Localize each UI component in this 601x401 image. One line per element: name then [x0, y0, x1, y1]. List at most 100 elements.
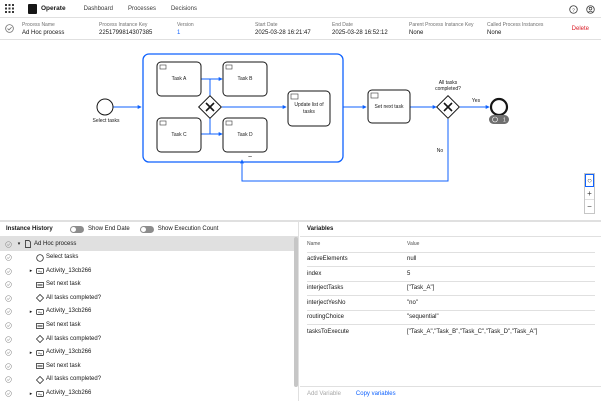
task-a[interactable]: [156, 61, 202, 97]
gateway-icon: [35, 375, 45, 384]
history-tree-row[interactable]: All tasks completed?: [0, 373, 298, 387]
history-tree-row[interactable]: Set next task: [0, 359, 298, 373]
start-date-field: Start Date 2025-03-28 16:21:47: [255, 22, 311, 36]
zoom-out-icon[interactable]: −: [587, 202, 592, 211]
field-value: None: [487, 30, 502, 36]
variables-title: Variables: [300, 222, 601, 237]
reset-zoom-icon[interactable]: ○: [585, 174, 594, 187]
variable-row[interactable]: routingChoice"sequential": [307, 309, 595, 325]
bpmn-diagram-canvas[interactable]: ~ 1 Select tasks Task A Task B Task C T: [0, 40, 601, 220]
bpmn-diagram: ~ 1: [96, 53, 509, 182]
history-tree-row[interactable]: Set next task: [0, 319, 298, 333]
end-badge-count: 1: [503, 118, 506, 124]
subprocess-icon: [36, 390, 44, 398]
history-row-label: All tasks completed?: [46, 294, 102, 301]
task-b-label: Task B: [237, 76, 253, 82]
variable-value: "no": [407, 295, 595, 310]
variable-value: null: [407, 251, 595, 267]
user-profile-icon[interactable]: [586, 4, 595, 14]
version-link[interactable]: 1: [177, 30, 181, 36]
script-task-icon: [36, 322, 44, 330]
history-row-label: Activity_13cb266: [46, 390, 92, 397]
nav-dashboard[interactable]: Dashboard: [83, 5, 113, 12]
field-label: End Date: [332, 22, 353, 28]
update-list-label: Update list of tasks: [294, 102, 324, 115]
completed-state-icon: [5, 24, 14, 33]
start-event-icon[interactable]: [96, 98, 114, 116]
history-tree-row[interactable]: ▸ Activity_13cb266: [0, 387, 298, 401]
svg-text:?: ?: [572, 7, 575, 13]
variable-name: index: [307, 266, 407, 281]
field-label: Start Date: [255, 22, 278, 28]
adhoc-subprocess[interactable]: [142, 53, 344, 163]
camunda-logo-icon[interactable]: [28, 3, 37, 14]
update-list-task[interactable]: [287, 90, 331, 127]
history-tree-row[interactable]: All tasks completed?: [0, 291, 298, 305]
history-tree-row[interactable]: ▸ Activity_13cb266: [0, 305, 298, 319]
field-value: 2025-03-28 16:52:12: [332, 30, 388, 36]
nav-decisions[interactable]: Decisions: [170, 5, 197, 12]
gateway-label: All tasks completed?: [435, 80, 461, 92]
history-tree-row[interactable]: ▾Ad Hoc process: [0, 237, 298, 251]
variable-name: tasksToExecute: [307, 324, 407, 339]
variable-name: activeElements: [307, 251, 407, 267]
caret-right-icon[interactable]: ▸: [29, 349, 33, 356]
history-row-label: Select tasks: [46, 254, 79, 261]
add-variable-button[interactable]: Add Variable: [307, 391, 341, 397]
caret-right-icon[interactable]: ▸: [29, 308, 33, 315]
variable-row[interactable]: interjectTasks["Task_A"]: [307, 280, 595, 296]
completed-count-badge: [489, 115, 509, 124]
top-nav: Operate Dashboard Processes Decisions ?: [0, 0, 601, 18]
caret-right-icon[interactable]: ▸: [29, 268, 33, 275]
app-switcher-icon[interactable]: [0, 0, 18, 18]
history-scrollbar[interactable]: [294, 237, 298, 387]
field-label: Version: [177, 22, 194, 28]
copy-variables-button[interactable]: Copy variables: [355, 391, 396, 397]
completed-state-icon: [5, 254, 12, 261]
task-b[interactable]: [222, 61, 268, 97]
history-row-label: Set next task: [46, 362, 81, 369]
completed-state-icon: [5, 376, 12, 384]
adhoc-marker-icon: ~: [248, 154, 252, 161]
help-icon[interactable]: ?: [569, 4, 578, 14]
caret-right-icon[interactable]: ▸: [29, 390, 33, 397]
nav-processes[interactable]: Processes: [127, 5, 156, 12]
completed-state-icon: [5, 322, 12, 329]
set-next-task[interactable]: [367, 89, 411, 124]
history-tree-row[interactable]: All tasks completed?: [0, 332, 298, 346]
show-execution-count-toggle[interactable]: [139, 225, 154, 233]
history-tree-row[interactable]: Set next task: [0, 278, 298, 292]
end-event-icon[interactable]: [489, 97, 509, 117]
caret-down-icon[interactable]: ▾: [17, 241, 21, 247]
history-tree-row[interactable]: Select tasks: [0, 251, 298, 265]
instance-history-title: Instance History: [6, 226, 53, 232]
set-next-task-label: Set next task: [374, 104, 404, 110]
variable-value: ["Task_A"]: [407, 280, 595, 296]
variable-row[interactable]: tasksToExecute["Task_A","Task_B","Task_C…: [307, 324, 595, 339]
panel-splitter[interactable]: [0, 220, 601, 222]
task-d[interactable]: [222, 117, 268, 153]
completed-state-icon: [5, 295, 12, 302]
show-end-date-toggle[interactable]: [70, 225, 84, 233]
instance-history-header: Instance History Show End Date Show Exec…: [0, 222, 298, 237]
brand-name[interactable]: Operate: [41, 5, 66, 12]
zoom-in-icon[interactable]: +: [585, 187, 594, 200]
variable-row[interactable]: interjectYesNo"no": [307, 295, 595, 310]
history-tree-row[interactable]: ▸Activity_13cb266: [0, 346, 298, 360]
delete-button[interactable]: Delete: [571, 26, 589, 32]
history-row-label: Activity_13cb266: [46, 308, 92, 315]
history-tree-row[interactable]: ▸Activity_13cb266: [0, 264, 298, 278]
instance-history-panel: Instance History Show End Date Show Exec…: [0, 222, 299, 401]
history-row-label: All tasks completed?: [46, 335, 102, 342]
instance-key-field: Process Instance Key 2251799814307385: [99, 22, 152, 36]
history-row-label: All tasks completed?: [46, 376, 102, 383]
process-name-field: Process Name Ad Hoc process: [22, 22, 64, 36]
instance-header: Process Name Ad Hoc process Process Inst…: [0, 18, 601, 40]
task-c[interactable]: [156, 117, 202, 153]
called-instances-field: Called Process Instances None: [487, 22, 543, 36]
